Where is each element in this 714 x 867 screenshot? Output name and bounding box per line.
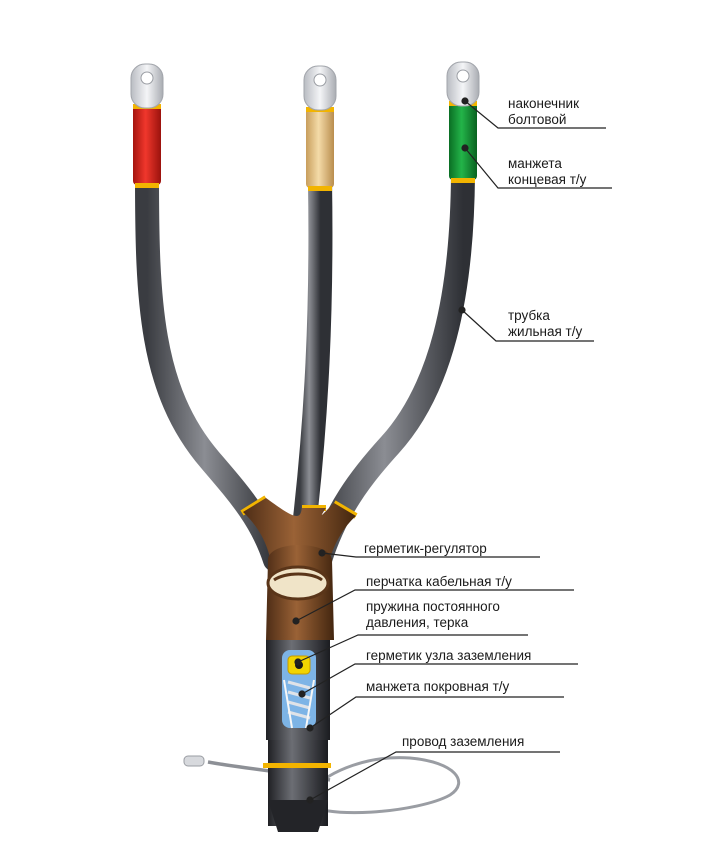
cable-cores — [135, 163, 475, 572]
leader-ground-sealant — [301, 663, 578, 695]
end-cuffs — [133, 101, 477, 191]
leader-lines — [292, 97, 612, 804]
lug-middle — [303, 65, 337, 111]
end-cuff-green — [449, 102, 477, 180]
leader-spring — [297, 634, 528, 663]
label-ground-sealant: герметик узла заземления — [366, 648, 532, 663]
lug-left — [130, 63, 164, 109]
end-cuff-red — [133, 105, 161, 185]
leader-cover-cuff — [309, 696, 564, 729]
label-glove: перчатка кабельная т/у — [366, 574, 512, 589]
leader-core-tube — [461, 309, 594, 342]
cable-glove — [243, 498, 356, 640]
leader-ground-wire — [309, 751, 560, 801]
ground-wire-lug — [183, 755, 205, 767]
bolted-lugs — [130, 61, 480, 111]
sealant-regulator-ring — [266, 565, 330, 601]
core-right — [308, 163, 475, 572]
leader-glove — [295, 589, 574, 622]
leader-end-cuff — [464, 147, 612, 189]
label-sealant-regulator: герметик-регулятор — [364, 541, 487, 556]
leader-sealant-regulator — [321, 552, 540, 558]
lug-right — [446, 61, 480, 107]
core-middle — [288, 168, 333, 572]
label-ground-wire: провод заземления — [402, 734, 525, 749]
end-cuff-beige — [306, 108, 334, 188]
leader-lug — [464, 100, 606, 129]
label-cover-cuff: манжета покровная т/у — [366, 679, 510, 694]
cable-end — [268, 800, 328, 832]
